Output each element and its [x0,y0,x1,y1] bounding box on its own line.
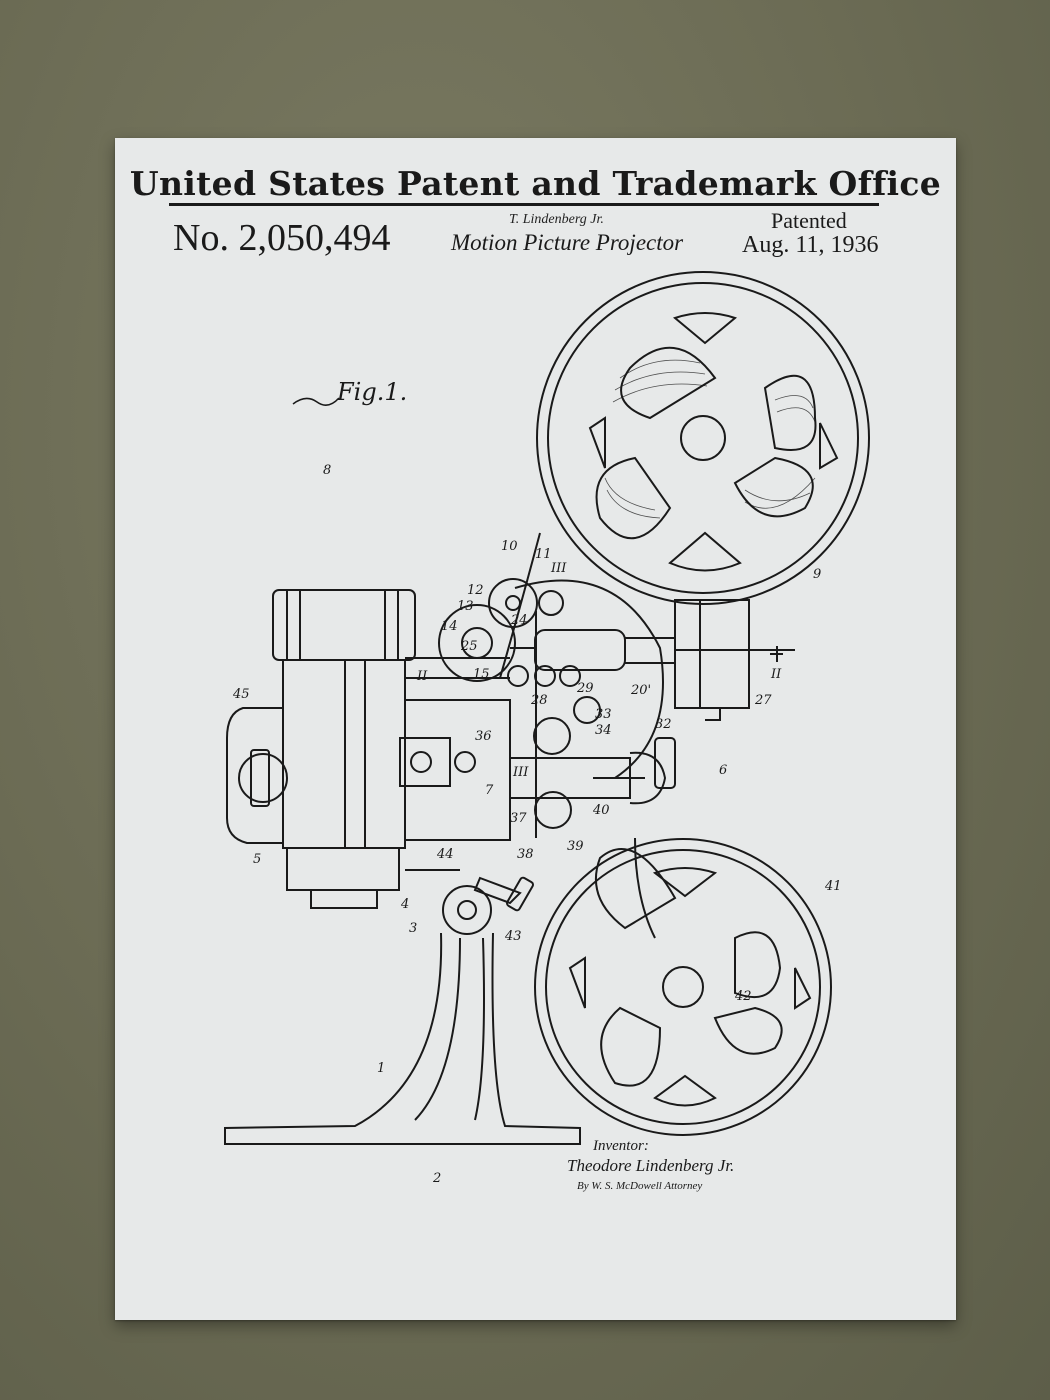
ref-4: 4 [400,897,409,912]
upper-reel-icon [536,271,870,605]
patent-number: No. 2,050,494 [173,217,391,259]
lower-reel-icon [534,838,832,1136]
patented-date: Aug. 11, 1936 [742,232,879,258]
ref-15: 15 [473,667,490,682]
ref-25: 25 [460,639,478,654]
ref-7: 7 [485,783,494,798]
ref-III-top: III [550,561,567,576]
ref-8: 8 [323,463,331,478]
ref-20: 20' [630,683,651,698]
ref-1: 1 [377,1061,385,1076]
invention-title: Motion Picture Projector [451,230,684,255]
ref-38: 38 [517,847,534,862]
stand-icon [224,869,581,1145]
ref-34: 34 [595,723,612,738]
ref-11: 11 [535,547,552,562]
mechanism-body-icon [399,578,676,841]
ref-5: 5 [253,852,261,867]
inventor-short-name: T. Lindenberg Jr. [509,212,604,227]
ref-27: 27 [754,693,772,708]
patented-label: Patented [771,208,847,233]
reference-numerals: 8 10 11 III 12 13 24 14 25 15 II 28 29 2… [232,463,842,1186]
ref-33: 33 [595,707,612,722]
projector-drawing: 8 10 11 III 12 13 24 14 25 15 II 28 29 2… [224,271,870,1186]
office-title: United States Patent and Trademark Offic… [129,164,942,203]
ref-40: 40 [592,803,610,818]
ref-III-mid: III [512,765,529,780]
ref-36: 36 [475,729,492,744]
ref-2: 2 [432,1171,441,1186]
signature-inventor-name: Theodore Lindenberg Jr. [567,1156,735,1175]
ref-45: 45 [232,687,250,702]
ref-32: 32 [655,717,672,732]
title-rule [169,203,879,206]
ref-29: 29 [576,681,594,696]
ref-43: 43 [504,929,522,944]
fig-flourish-icon [292,397,340,406]
ref-28: 28 [530,693,548,708]
ref-41: 41 [824,879,842,894]
signature-inventor-label: Inventor: [593,1138,649,1154]
ref-44: 44 [436,847,454,862]
ref-9: 9 [813,567,821,582]
signature-attorney: By W. S. McDowell Attorney [577,1180,703,1192]
ref-39: 39 [567,839,584,854]
ref-37: 37 [510,811,527,826]
lens-barrel-icon [510,599,795,721]
ref-II-right: II [770,667,782,682]
ref-II-left: II [416,669,428,684]
ref-24: 24 [510,613,528,628]
ref-14: 14 [441,619,458,634]
ref-12: 12 [467,583,484,598]
figure-label: Fig.1. [337,378,408,406]
ref-10: 10 [501,539,518,554]
patent-print-card: United States Patent and Trademark Offic… [115,138,956,1320]
ref-6: 6 [719,763,727,778]
ref-42: 42 [734,989,752,1004]
ref-13: 13 [457,599,474,614]
ref-3: 3 [409,921,417,936]
